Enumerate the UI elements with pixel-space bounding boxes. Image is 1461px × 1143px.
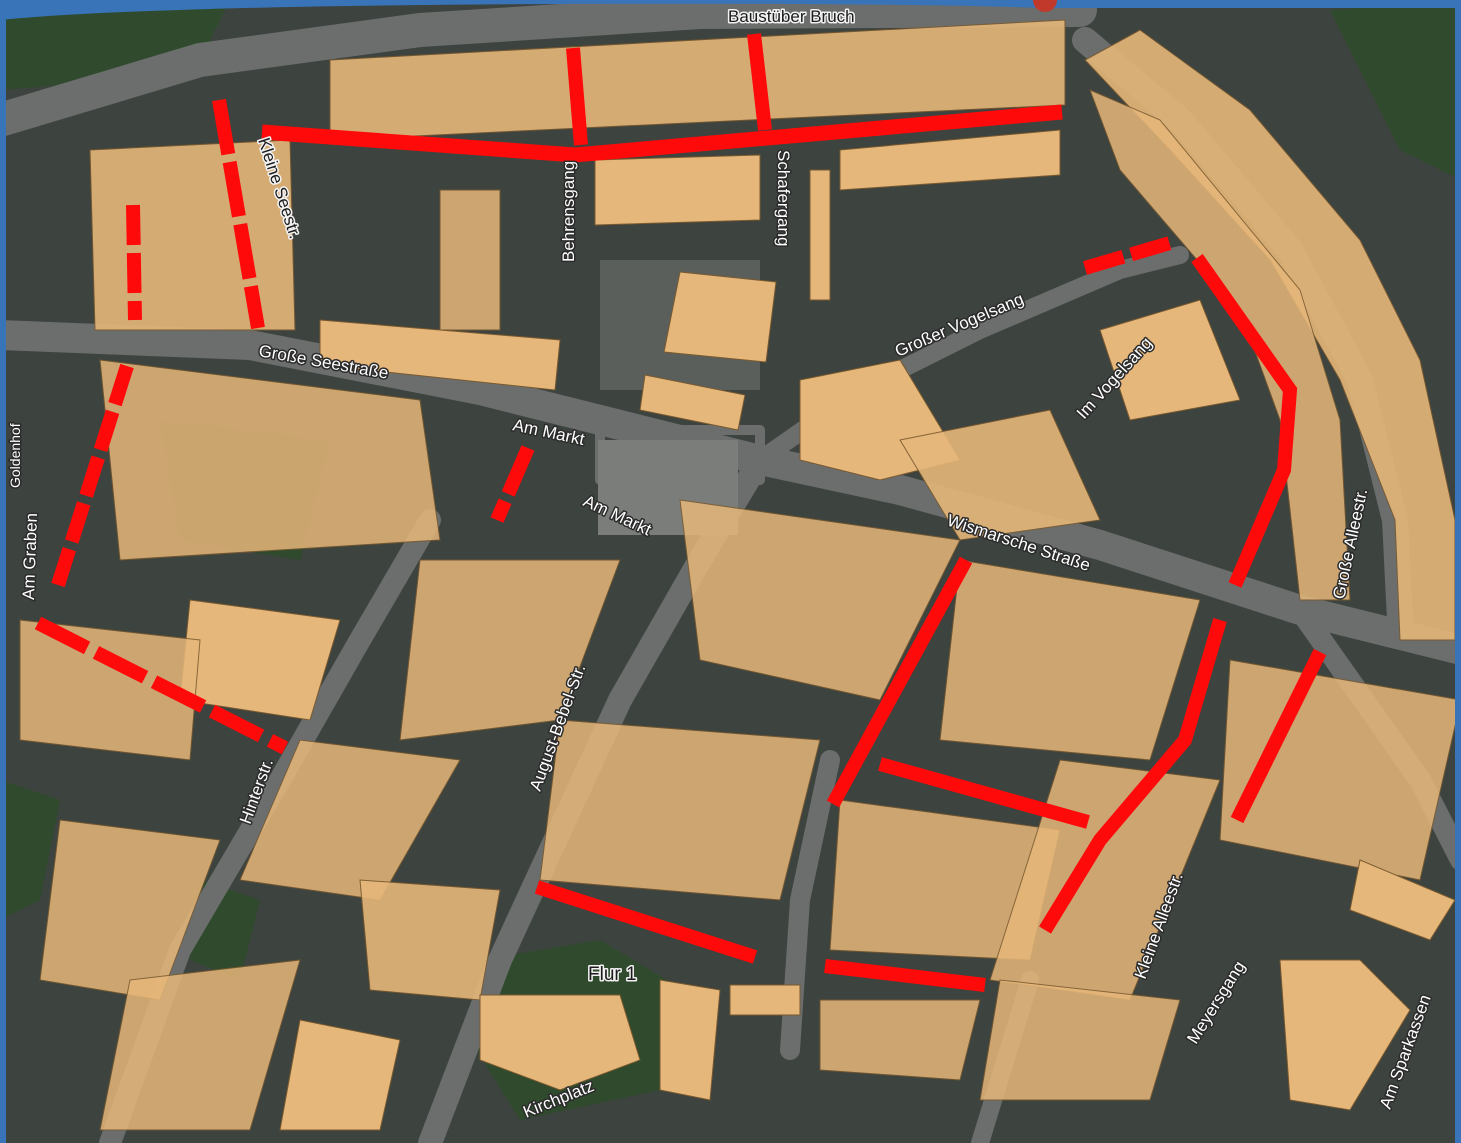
label-schafergang: Schafergang bbox=[774, 150, 793, 246]
label-am-graben: Am Graben bbox=[19, 513, 41, 601]
label-baustuber-bruch: Baustüber Bruch bbox=[728, 7, 855, 26]
label-goldenhof: Goldenhof bbox=[7, 423, 23, 488]
highlighted-streets bbox=[34, 33, 1327, 992]
label-flur: Flur 1 bbox=[588, 964, 637, 985]
label-behrensgang: Behrensgang bbox=[559, 161, 578, 262]
building-footprints bbox=[19, 19, 1461, 1131]
